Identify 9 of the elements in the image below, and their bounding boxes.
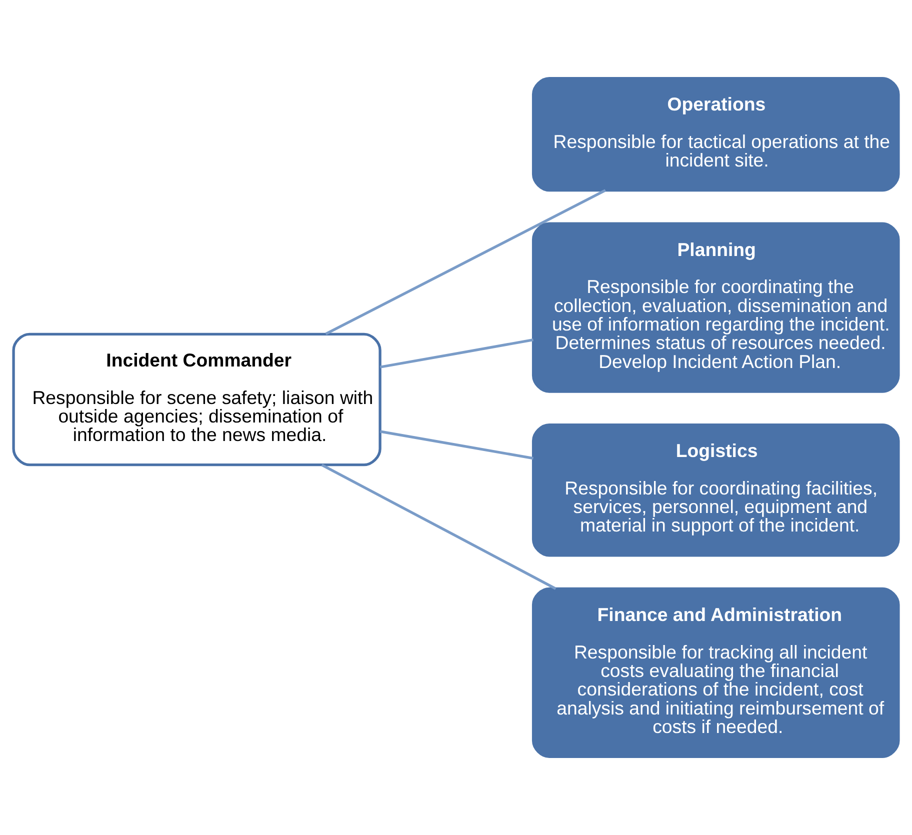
connector	[325, 189, 606, 336]
node-box: Logistics Responsible for coordinating facilities, services, personnel, equipment and material in support of the incident.	[532, 424, 900, 557]
node-box: Operations Responsible for tactical operations at the incident site.	[532, 77, 900, 192]
connector	[380, 338, 534, 368]
node-box: Planning Responsible for coordinating the collection, evaluation, dissemination and use of information regarding the incident. Determines status of resources needed. Develop Incident Action Plan.	[532, 222, 900, 393]
connector	[380, 430, 534, 460]
node-box: Incident Commander Responsible for scene safety; liaison with outside agencies; dissemination of information to the news media.	[12, 332, 382, 466]
node-box: Finance and Administration Responsible for tracking all incident costs evaluating the financial considerations of the incident, cost analysis and initiating reimbursement of costs if needed.	[532, 587, 900, 758]
connector	[321, 464, 556, 590]
